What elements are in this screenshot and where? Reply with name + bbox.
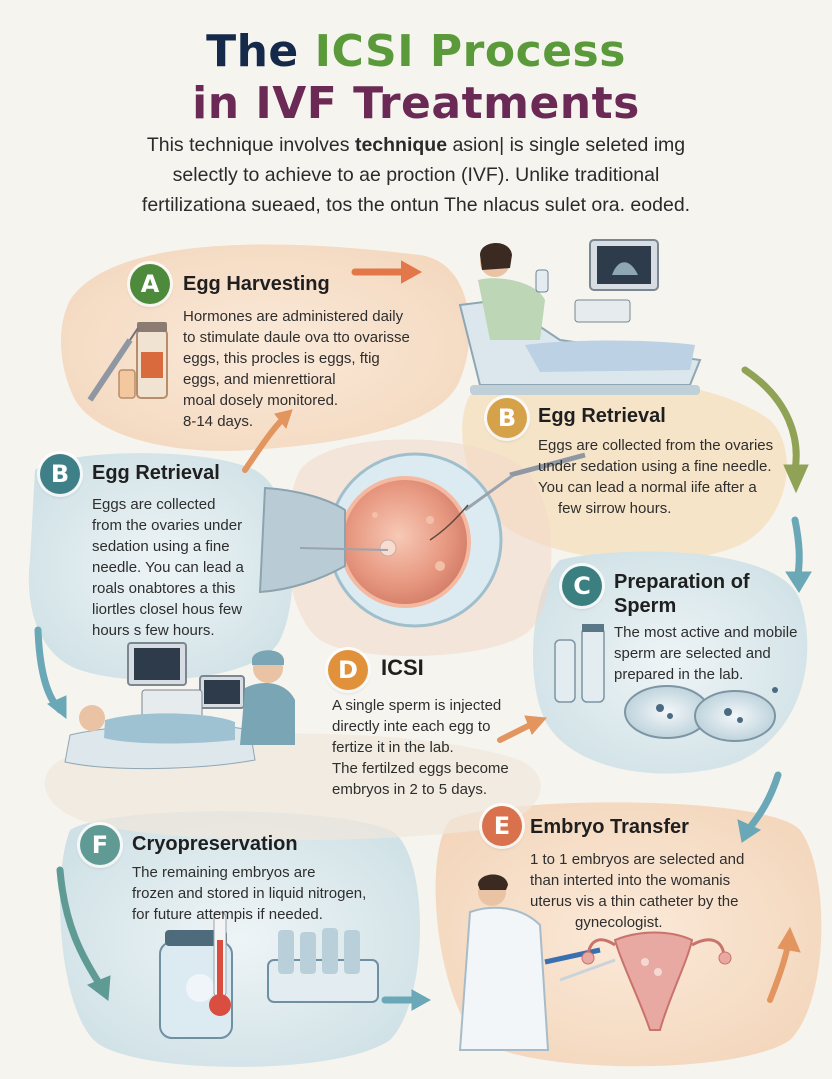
egg-injection-illustration	[258, 452, 586, 628]
intro-line-2: selectly to achieve to ae proction (IVF)…	[172, 164, 660, 186]
step-b-left-title: Egg Retrieval	[92, 462, 220, 484]
sperm-dish-illustration	[554, 624, 778, 742]
step-c-body: The most active and mobile sperm are sel…	[614, 624, 798, 683]
step-e-title: Embryo Transfer	[530, 816, 689, 838]
intro-paragraph: This technique involves technique asion|…	[70, 130, 762, 220]
page-title-line-1: The ICSI Process	[0, 30, 832, 74]
step-a-badge: A	[130, 264, 170, 304]
step-d-title: ICSI	[381, 655, 424, 680]
step-e-body: 1 to 1 embryos are selected and than int…	[530, 851, 745, 931]
intro-line-1: This technique involves technique asion|…	[146, 134, 686, 156]
step-f-badge: F	[80, 825, 120, 865]
cryo-illustration	[159, 911, 379, 1039]
step-e-badge: E	[482, 806, 522, 846]
step-a-body: Hormones are administered daily to stimu…	[183, 308, 410, 430]
page-title-line-2: in IVF Treatments	[192, 78, 640, 129]
step-c-title: Preparation of Sperm	[614, 571, 750, 617]
step-b-left-badge: B	[40, 454, 80, 494]
step-b-left-body: Eggs are collected from the ovaries unde…	[92, 496, 244, 639]
title-word-icsi-process: ICSI Process	[314, 26, 626, 77]
step-d-badge: D	[328, 650, 368, 690]
syringe-vial-illustration	[87, 322, 168, 402]
step-a-title: Egg Harvesting	[183, 273, 330, 295]
step-c-badge: C	[562, 566, 602, 606]
flow-arrows	[34, 260, 812, 1011]
step-b-right-badge: B	[487, 398, 527, 438]
title-word-the: The	[206, 26, 299, 77]
blob-egg-retrieval-left	[28, 453, 293, 680]
intro-line-3: fertilizationa sueaed, tos the ontun The…	[141, 194, 691, 216]
step-d-body: A single sperm is injected directly inte…	[332, 697, 509, 798]
ultrasound-scene-illustration	[64, 642, 295, 770]
patient-chair-illustration	[458, 239, 702, 395]
embryo-transfer-illustration	[458, 874, 732, 1051]
step-f-title: Cryopreservation	[132, 833, 298, 855]
step-b-right-body: Eggs are collected from the ovaries unde…	[538, 437, 774, 517]
step-f-body: The remaining embryos are frozen and sto…	[132, 864, 367, 923]
step-b-right-title: Egg Retrieval	[538, 405, 666, 427]
